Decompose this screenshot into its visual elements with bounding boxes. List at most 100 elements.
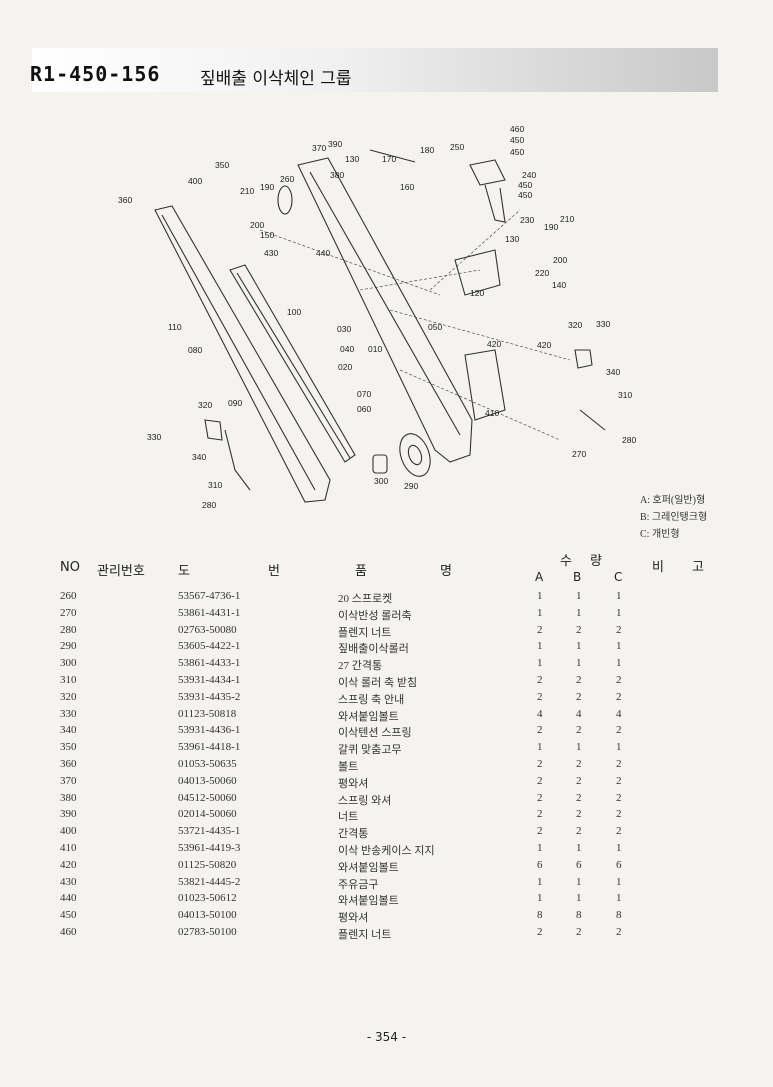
- cell-a: 1: [537, 640, 543, 653]
- cell-no: 350: [60, 741, 77, 754]
- cell-name: 주유금구: [338, 878, 379, 891]
- svg-text:280: 280: [202, 500, 216, 510]
- cell-b: 2: [576, 774, 582, 787]
- cell-b: 8: [576, 909, 582, 922]
- svg-text:280: 280: [622, 435, 636, 445]
- cell-no: 360: [60, 758, 77, 770]
- cell-name: 플렌지 너트: [338, 626, 392, 639]
- bracket-120: [454, 249, 501, 296]
- cell-code: 53567-4736-1: [178, 590, 241, 602]
- cell-code: 53861-4431-1: [178, 606, 241, 619]
- cell-name: 볼트: [338, 761, 359, 773]
- cell-a: 2: [537, 926, 543, 938]
- cell-no: 330: [60, 707, 77, 720]
- cell-code: 53961-4419-3: [178, 842, 241, 854]
- cell-name: 스프링 와셔: [338, 794, 392, 807]
- cell-a: 2: [537, 774, 543, 787]
- svg-text:070: 070: [357, 389, 371, 399]
- svg-text:430: 430: [264, 248, 278, 258]
- cell-code: 53605-4422-1: [178, 640, 241, 653]
- cell-a: 1: [537, 741, 543, 754]
- cell-b: 2: [576, 926, 582, 938]
- col-header-remark-2: 고: [692, 560, 704, 575]
- cell-b: 2: [576, 690, 582, 703]
- svg-text:450: 450: [518, 180, 532, 190]
- cell-a: 8: [537, 909, 543, 922]
- center-rail: [229, 264, 356, 463]
- svg-text:140: 140: [552, 280, 566, 290]
- svg-text:050: 050: [428, 322, 442, 332]
- svg-text:420: 420: [487, 339, 501, 349]
- svg-text:340: 340: [192, 452, 206, 462]
- cell-name: 와셔붙임볼트: [338, 895, 399, 908]
- svg-text:320: 320: [198, 400, 212, 410]
- svg-text:230: 230: [520, 215, 534, 225]
- cell-no: 380: [60, 791, 77, 804]
- svg-text:310: 310: [618, 390, 632, 400]
- cell-code: 04013-50060: [178, 774, 237, 787]
- cell-a: 6: [537, 858, 543, 871]
- cell-c: 8: [616, 909, 622, 922]
- cell-b: 1: [576, 606, 582, 619]
- cell-c: 2: [616, 926, 622, 938]
- cell-b: 2: [576, 808, 582, 821]
- cell-c: 1: [616, 875, 622, 888]
- svg-text:260: 260: [280, 174, 294, 184]
- cell-b: 1: [576, 892, 582, 905]
- cell-code: 53931-4434-1: [178, 674, 241, 686]
- cell-no: 270: [60, 606, 77, 619]
- cell-c: 2: [616, 674, 622, 686]
- cell-b: 6: [576, 858, 582, 871]
- svg-text:150: 150: [260, 230, 274, 240]
- svg-text:030: 030: [337, 324, 351, 334]
- svg-text:370: 370: [312, 143, 326, 153]
- cell-c: 2: [616, 825, 622, 838]
- cell-name: 20 스프로켓: [338, 593, 393, 605]
- svg-text:380: 380: [330, 170, 344, 180]
- svg-text:010: 010: [368, 344, 382, 354]
- cell-b: 2: [576, 825, 582, 838]
- cell-name: 이삭 롤러 축 받침: [338, 677, 418, 689]
- col-header-b: B: [573, 570, 582, 584]
- cell-no: 450: [60, 909, 77, 922]
- cell-a: 2: [537, 825, 543, 838]
- col-header-qty-2: 량: [590, 554, 602, 569]
- cell-no: 440: [60, 892, 77, 905]
- svg-text:170: 170: [382, 154, 396, 164]
- cell-c: 6: [616, 858, 622, 871]
- svg-text:190: 190: [260, 182, 274, 192]
- cell-no: 310: [60, 674, 77, 686]
- cell-a: 1: [537, 892, 543, 905]
- cell-code: 04013-50100: [178, 909, 237, 922]
- cell-a: 1: [537, 875, 543, 888]
- svg-text:350: 350: [215, 160, 229, 170]
- cell-a: 1: [537, 657, 543, 670]
- cell-a: 2: [537, 674, 543, 686]
- svg-text:080: 080: [188, 345, 202, 355]
- parts-exploded-diagram: 460 450 450 250 240 450 450 230 210 190 …: [118, 124, 636, 510]
- svg-text:300: 300: [374, 476, 388, 486]
- title-banner: [32, 48, 718, 92]
- cell-b: 2: [576, 758, 582, 770]
- cell-name: 이삭반성 롤러축: [338, 609, 412, 622]
- cell-c: 2: [616, 791, 622, 804]
- legend-c: C: 개빈형: [640, 529, 680, 540]
- svg-text:400: 400: [188, 176, 202, 186]
- legend-b: B: 그레인탱크형: [640, 512, 708, 523]
- svg-text:210: 210: [560, 214, 574, 224]
- cell-c: 2: [616, 623, 622, 636]
- cell-code: 53931-4436-1: [178, 724, 241, 737]
- svg-text:410: 410: [485, 408, 499, 418]
- cell-no: 410: [60, 842, 77, 854]
- cell-b: 1: [576, 875, 582, 888]
